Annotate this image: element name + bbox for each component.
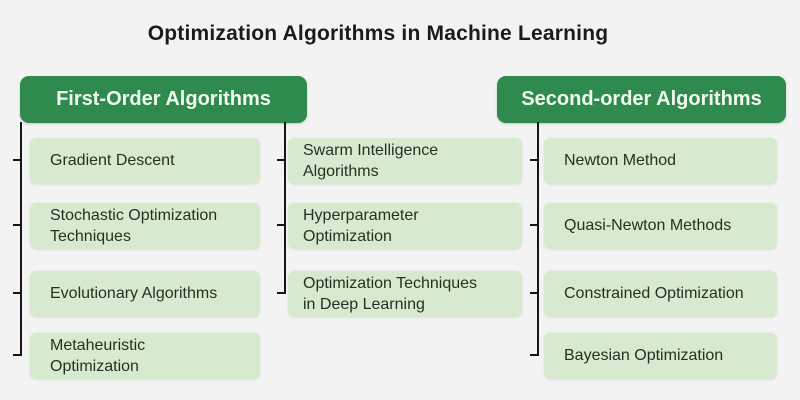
node-bayesian-optimization: Bayesian Optimization: [544, 332, 777, 379]
node-constrained-optimization: Constrained Optimization: [544, 270, 777, 317]
branch-tick: [530, 354, 537, 356]
connector-trunk-col3: [537, 122, 539, 356]
node-optimization-techniques-in-deep-learning: Optimization Techniques in Deep Learning: [288, 270, 522, 317]
group-header-first-order: First-Order Algorithms: [20, 76, 307, 123]
branch-tick: [277, 159, 284, 161]
node-swarm-intelligence-algorithms: Swarm Intelligence Algorithms: [288, 137, 522, 184]
branch-tick: [530, 224, 537, 226]
branch-tick: [530, 159, 537, 161]
branch-tick: [13, 354, 20, 356]
branch-tick: [277, 224, 284, 226]
diagram-title: Optimization Algorithms in Machine Learn…: [147, 22, 609, 45]
branch-tick: [530, 292, 537, 294]
branch-tick: [13, 159, 20, 161]
node-newton-method: Newton Method: [544, 137, 777, 184]
connector-trunk-col1: [20, 122, 22, 356]
branch-tick: [277, 292, 284, 294]
node-stochastic-optimization-techniques: Stochastic Optimization Techniques: [30, 202, 260, 249]
group-header-second-order: Second-order Algorithms: [497, 76, 786, 123]
node-quasi-newton-methods: Quasi-Newton Methods: [544, 202, 777, 249]
node-metaheuristic-optimization: Metaheuristic Optimization: [30, 332, 260, 379]
branch-tick: [13, 292, 20, 294]
node-hyperparameter-optimization: Hyperparameter Optimization: [288, 202, 522, 249]
node-evolutionary-algorithms: Evolutionary Algorithms: [30, 270, 260, 317]
branch-tick: [13, 224, 20, 226]
node-gradient-descent: Gradient Descent: [30, 137, 260, 184]
connector-trunk-col2: [284, 122, 286, 294]
